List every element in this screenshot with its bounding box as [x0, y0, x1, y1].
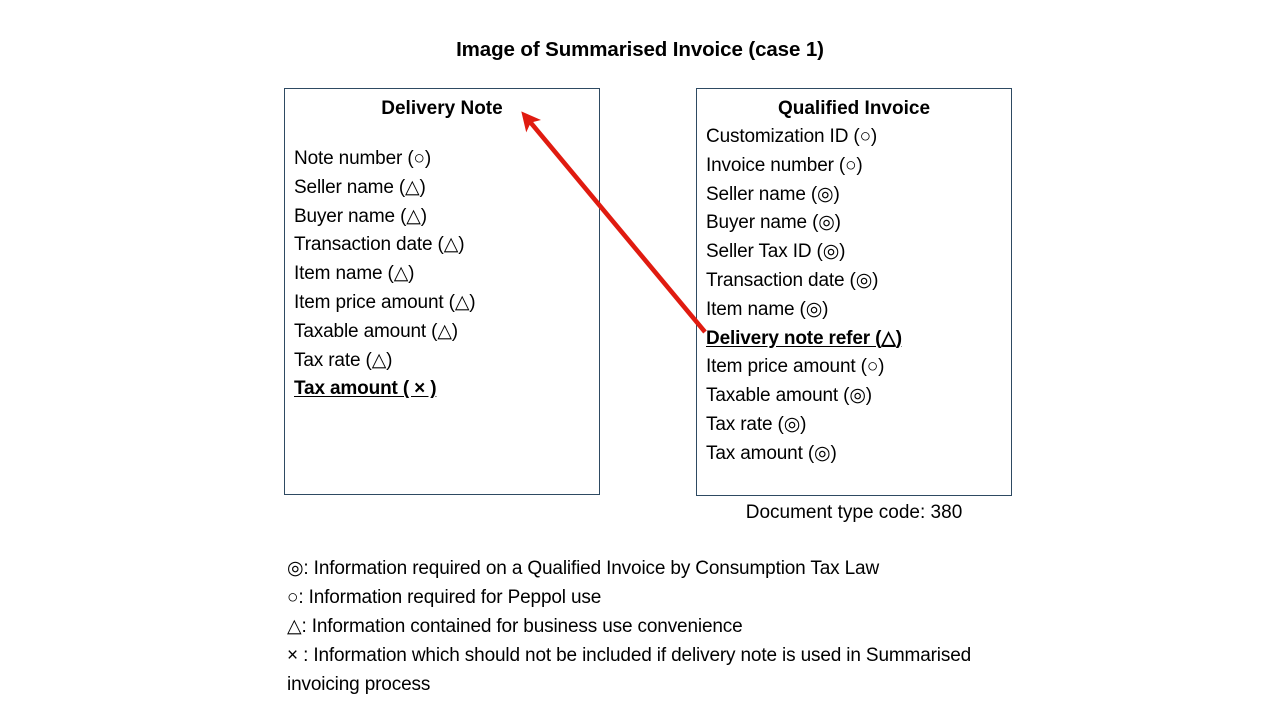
qualified-invoice-item: Tax rate (◎) — [697, 411, 1011, 440]
qualified-invoice-item: Taxable amount (◎) — [697, 382, 1011, 411]
delivery-note-item-list: Note number (○) Seller name (△) Buyer name… — [285, 145, 599, 404]
delivery-note-item: Tax amount ( × ) — [285, 375, 599, 404]
delivery-note-item-label: Item price amount (△) — [294, 291, 476, 313]
delivery-note-title: Delivery Note — [381, 98, 503, 119]
qualified-invoice-item: Tax amount (◎) — [697, 440, 1011, 469]
qualified-invoice-item: Seller name (◎) — [697, 181, 1011, 210]
qualified-invoice-item: Delivery note refer (△) — [697, 325, 1011, 354]
qualified-invoice-item-label: Delivery note refer (△) — [706, 327, 902, 349]
qualified-invoice-item-label: Customization ID (○) — [706, 126, 878, 147]
delivery-note-item-label: Note number (○) — [294, 148, 431, 169]
legend: ◎: Information required on a Qualified I… — [287, 554, 1017, 699]
qualified-invoice-item-label: Taxable amount (◎) — [706, 385, 872, 407]
qualified-invoice-item-label: Invoice number (○) — [706, 154, 863, 176]
qualified-invoice-item-label: Transaction date (◎) — [706, 269, 879, 291]
delivery-note-item-label: Taxable amount (△) — [294, 320, 458, 342]
qualified-invoice-item-label: Item price amount (○) — [706, 356, 885, 378]
delivery-note-item: Taxable amount (△) — [285, 318, 599, 347]
qualified-invoice-item: Item price amount (○) — [697, 353, 1011, 382]
qualified-invoice-item: Customization ID (○) — [697, 123, 1011, 152]
qualified-invoice-item: Invoice number (○) — [697, 152, 1011, 181]
legend-row: ○: Information required for Peppol use — [287, 587, 602, 608]
qualified-invoice-item-label: Tax amount (◎) — [706, 442, 837, 464]
qualified-invoice-title: Qualified Invoice — [777, 98, 931, 119]
delivery-note-item: Item price amount (△) — [285, 289, 599, 318]
delivery-note-item-label: Seller name (△) — [294, 176, 426, 198]
legend-row: ◎: Information required on a Qualified I… — [287, 558, 880, 579]
delivery-note-item-label: Buyer name (△) — [294, 205, 427, 227]
qualified-invoice-box: Qualified Invoice Customization ID (○) In… — [696, 88, 1012, 496]
qualified-invoice-item-label: Seller name (◎) — [706, 183, 840, 205]
qualified-invoice-item-label: Seller Tax ID (◎) — [706, 241, 846, 263]
delivery-note-item-label: Tax amount ( × ) — [294, 378, 437, 400]
delivery-note-item: Note number (○) — [285, 145, 599, 174]
delivery-note-item: Tax rate (△) — [285, 347, 599, 376]
document-type-code: Document type code: 380 — [745, 502, 963, 523]
delivery-note-box: Delivery Note Note number (○) Seller name… — [284, 88, 600, 495]
legend-row: △: Information contained for business us… — [287, 616, 743, 637]
qualified-invoice-item-label: Item name (◎) — [706, 298, 829, 320]
delivery-note-item-label: Tax rate (△) — [294, 349, 393, 371]
delivery-note-item: Seller name (△) — [285, 174, 599, 203]
delivery-note-item: Transaction date (△) — [285, 231, 599, 260]
qualified-invoice-item-list: Customization ID (○) Invoice number (○) Se… — [697, 123, 1011, 469]
delivery-note-item: Item name (△) — [285, 260, 599, 289]
qualified-invoice-item-label: Buyer name (◎) — [706, 212, 841, 234]
delivery-note-item: Buyer name (△) — [285, 203, 599, 232]
qualified-invoice-item: Seller Tax ID (◎) — [697, 238, 1011, 267]
page-title: Image of Summarised Invoice (case 1) — [456, 38, 824, 61]
delivery-note-item-label: Transaction date (△) — [294, 234, 465, 256]
qualified-invoice-item: Buyer name (◎) — [697, 209, 1011, 238]
qualified-invoice-item: Transaction date (◎) — [697, 267, 1011, 296]
delivery-note-item-label: Item name (△) — [294, 263, 415, 285]
qualified-invoice-item-label: Tax rate (◎) — [706, 413, 807, 435]
legend-row: × : Information which should not be incl… — [287, 645, 972, 695]
qualified-invoice-item: Item name (◎) — [697, 296, 1011, 325]
